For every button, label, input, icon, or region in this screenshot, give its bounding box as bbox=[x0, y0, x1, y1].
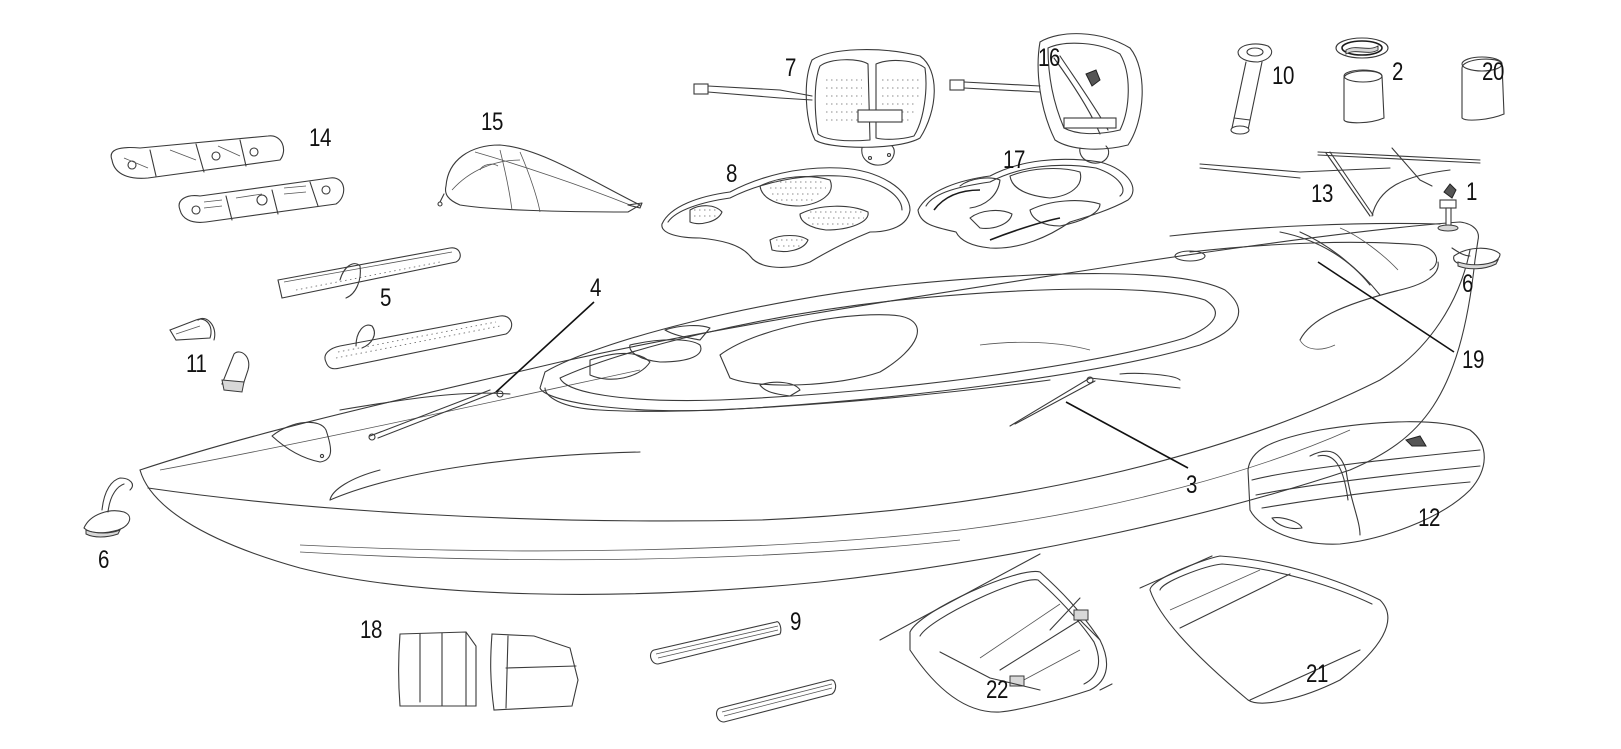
callout-6-bow: 6 bbox=[98, 546, 109, 574]
seat-frame-with-straps bbox=[879, 553, 1113, 713]
callout-6-stern: 6 bbox=[1462, 270, 1473, 298]
callout-2: 2 bbox=[1392, 58, 1403, 86]
leader-3 bbox=[1065, 401, 1189, 469]
callout-12: 12 bbox=[1418, 504, 1440, 532]
callout-13: 13 bbox=[1311, 180, 1333, 208]
leader-19 bbox=[1317, 261, 1455, 353]
callout-22: 22 bbox=[986, 676, 1008, 704]
kayak-hull bbox=[139, 221, 1479, 595]
footrest-rails bbox=[277, 247, 513, 370]
hatch-cover bbox=[1335, 37, 1389, 124]
seat-frame bbox=[1139, 555, 1389, 704]
rod-holder bbox=[1230, 43, 1273, 135]
callout-11: 11 bbox=[186, 350, 207, 378]
callout-21: 21 bbox=[1306, 660, 1328, 688]
callout-14: 14 bbox=[309, 124, 331, 152]
deluxe-seat-backrest bbox=[949, 33, 1143, 164]
stern-carry-handle bbox=[1451, 247, 1501, 270]
rear-bungee-cord bbox=[1199, 147, 1481, 217]
thigh-pads bbox=[649, 621, 837, 723]
callout-8: 8 bbox=[726, 160, 737, 188]
callout-19: 19 bbox=[1462, 346, 1484, 374]
callout-5: 5 bbox=[380, 284, 391, 312]
leader-lines bbox=[495, 261, 1455, 469]
callout-7: 7 bbox=[785, 54, 796, 82]
callout-20: 20 bbox=[1482, 58, 1504, 86]
bow-storage-cover bbox=[437, 144, 643, 213]
callout-4: 4 bbox=[590, 274, 601, 302]
callout-9: 9 bbox=[790, 608, 801, 636]
storage-cover bbox=[1247, 421, 1485, 545]
callout-3: 3 bbox=[1186, 471, 1197, 499]
callout-10: 10 bbox=[1272, 62, 1294, 90]
seat-cushion bbox=[661, 167, 911, 268]
seat-backrest bbox=[693, 49, 935, 166]
footrest-pedals bbox=[169, 318, 250, 393]
drain-plug bbox=[1437, 183, 1459, 232]
callout-17: 17 bbox=[1003, 146, 1025, 174]
callout-1: 1 bbox=[1466, 178, 1477, 206]
callout-18: 18 bbox=[360, 616, 382, 644]
leader-4 bbox=[495, 301, 595, 393]
bucket bbox=[1461, 56, 1505, 121]
bow-carry-handle bbox=[83, 477, 133, 538]
callout-15: 15 bbox=[481, 108, 503, 136]
callout-16: 16 bbox=[1038, 44, 1060, 72]
deluxe-seat-cushion bbox=[917, 158, 1134, 249]
knee-pads bbox=[397, 631, 579, 711]
foot-braces bbox=[110, 135, 345, 223]
